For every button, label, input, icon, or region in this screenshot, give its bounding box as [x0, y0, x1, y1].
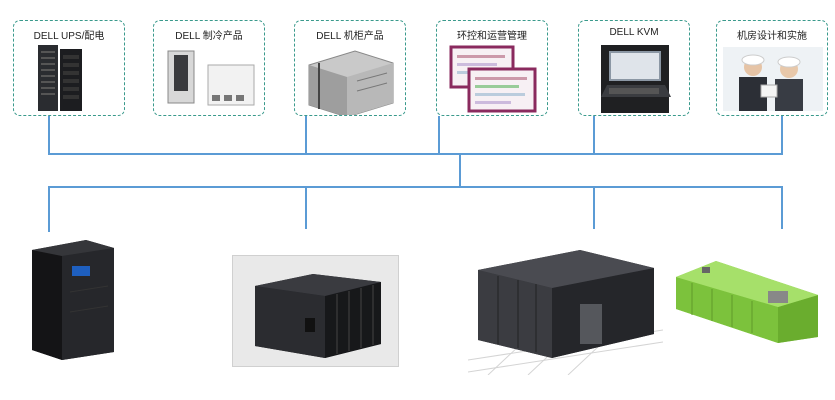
category-label: DELL UPS/配电: [33, 31, 105, 42]
category-label: 机房设计和实施: [737, 31, 807, 42]
branch-line-micro-dc: [305, 187, 307, 229]
category-label: DELL 制冷产品: [175, 31, 243, 42]
top-bus-line: [48, 153, 783, 155]
container-datacenter-icon: [676, 261, 818, 343]
category-card-services: 机房设计和实施: [716, 20, 828, 116]
category-label: DELL KVM: [609, 27, 659, 38]
micro-datacenter-icon: [255, 274, 381, 358]
cooling-units-icon: [167, 50, 255, 106]
management-software-icon: [449, 45, 537, 113]
ups-cabinet-icon: [32, 240, 114, 360]
category-card-kvm: DELL KVM: [578, 20, 690, 116]
bottom-bus-line: [48, 186, 783, 188]
category-card-rack: DELL 机柜产品: [294, 20, 406, 116]
branch-line-container-dc: [781, 187, 783, 229]
category-label: 环控和运营管理: [457, 31, 527, 42]
engineers-icon: [723, 47, 823, 111]
drop-line-ups: [48, 116, 50, 154]
drop-line-monitoring: [438, 116, 440, 154]
category-card-cooling: DELL 制冷产品: [153, 20, 265, 116]
ups-rack-icon: [38, 45, 82, 111]
category-label: DELL 机柜产品: [316, 31, 384, 42]
branch-line-ups-cabinet: [48, 187, 50, 232]
kvm-console-icon: [601, 45, 671, 113]
branch-line-modular-dc: [593, 187, 595, 229]
category-card-ups: DELL UPS/配电: [13, 20, 125, 116]
drop-line-services: [781, 116, 783, 154]
bus-link-line: [459, 154, 461, 187]
cabinet-icon: [308, 50, 394, 115]
drop-line-kvm: [593, 116, 595, 154]
category-card-monitoring: 环控和运营管理: [436, 20, 548, 116]
modular-datacenter-icon: [468, 250, 663, 375]
drop-line-rack: [305, 116, 307, 154]
micro-datacenter-panel: [232, 255, 399, 367]
